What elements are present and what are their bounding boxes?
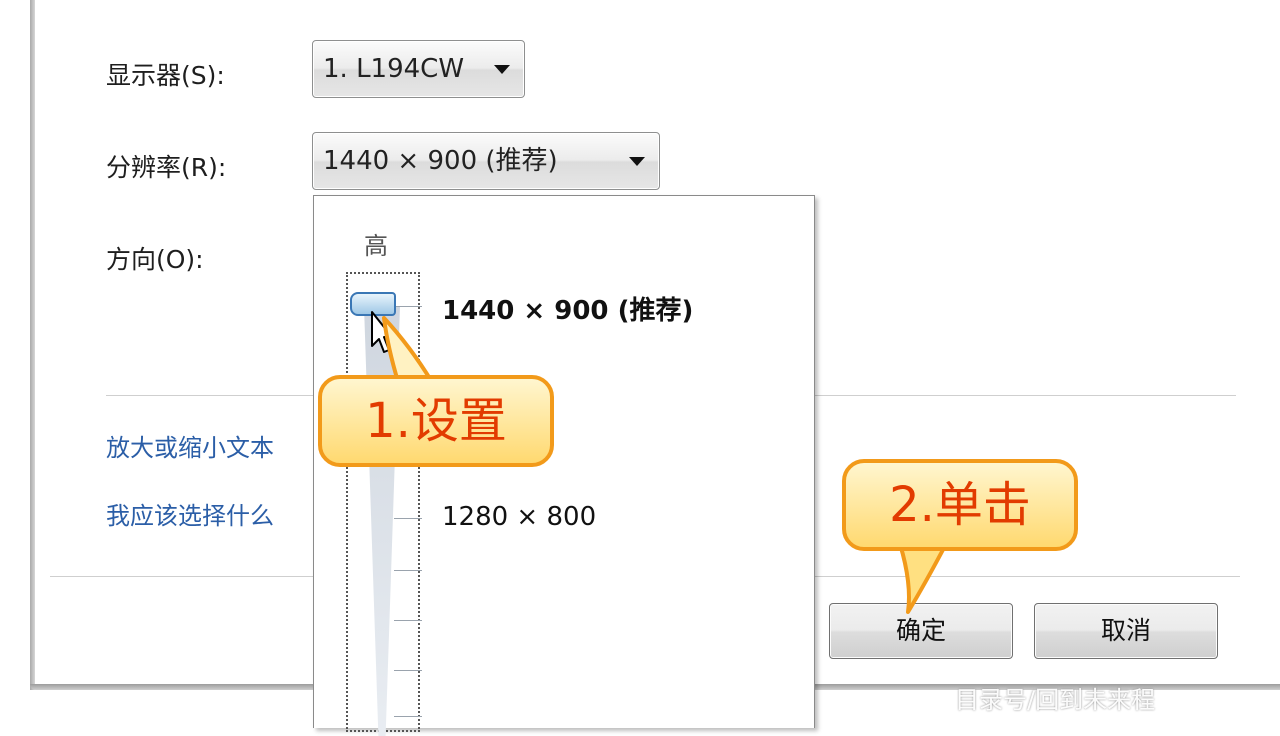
- slider-tick: [394, 670, 422, 671]
- which-setting-link[interactable]: 我应该选择什么: [106, 502, 274, 530]
- resolution-dropdown[interactable]: 1440 × 900 (推荐): [312, 132, 660, 190]
- resolution-dropdown-value: 1440 × 900 (推荐): [323, 146, 558, 176]
- chevron-down-icon: [629, 157, 645, 166]
- slider-tick: [394, 620, 422, 621]
- resolution-option-1440x900[interactable]: 1440 × 900 (推荐): [442, 296, 694, 326]
- callout-1-pointer: [382, 316, 434, 390]
- monitor-dropdown[interactable]: 1. L194CW: [312, 40, 525, 98]
- slider-tick: [394, 570, 422, 571]
- window-left-border: [30, 0, 35, 690]
- slider-tick: [394, 716, 422, 717]
- slider-tick: [394, 306, 422, 307]
- resolution-option-1280x800[interactable]: 1280 × 800: [442, 502, 597, 532]
- zoom-text-link[interactable]: 放大或缩小文本: [106, 434, 274, 462]
- callout-step-1: 1.设置: [318, 375, 554, 467]
- chevron-down-icon: [494, 65, 510, 74]
- callout-2-pointer: [898, 542, 948, 614]
- watermark-text: 目录号/回到未来程: [955, 686, 1156, 714]
- monitor-label: 显示器(S):: [106, 61, 225, 90]
- callout-step-2: 2.单击: [842, 459, 1078, 551]
- monitor-dropdown-value: 1. L194CW: [323, 54, 465, 84]
- slider-tick: [394, 518, 422, 519]
- slider-high-label: 高: [364, 232, 388, 260]
- ok-button[interactable]: 确定: [829, 603, 1013, 659]
- cancel-button[interactable]: 取消: [1034, 603, 1218, 659]
- resolution-label: 分辨率(R):: [106, 153, 227, 182]
- orientation-label: 方向(O):: [106, 245, 204, 274]
